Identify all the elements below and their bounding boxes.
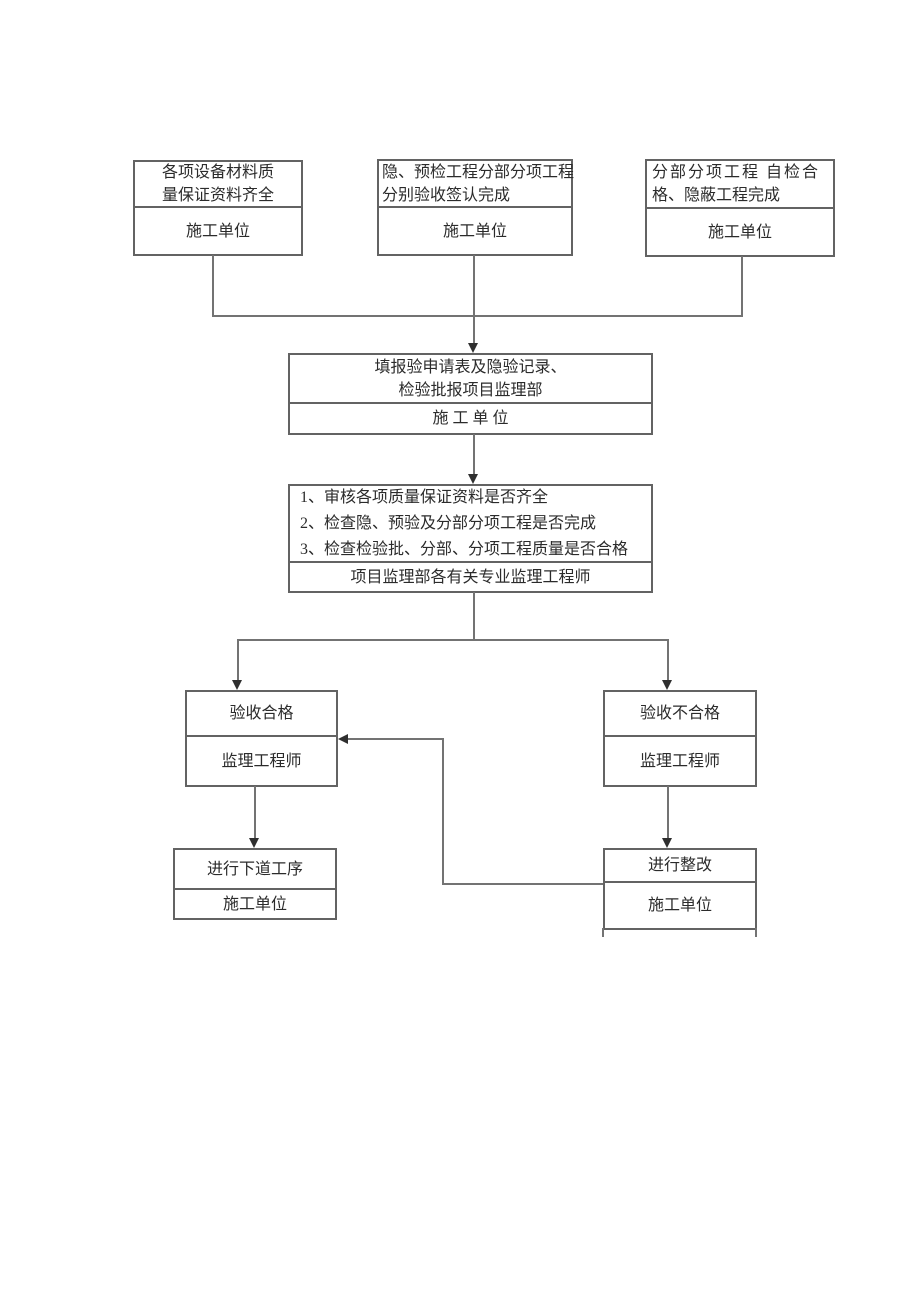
desc-line: 分部分项工程 自检合: [652, 164, 821, 181]
arrowhead-into-pass-side-icon: [338, 734, 348, 744]
box-materials-actor: 施工单位: [135, 208, 301, 254]
arrowhead-into-submit-icon: [468, 343, 478, 353]
desc-line: 进行整改: [647, 857, 712, 874]
box-acceptance-pass: 验收合格 监理工程师: [185, 690, 338, 787]
box-acceptance-fail: 验收不合格 监理工程师: [603, 690, 757, 787]
review-item: 3、检查检验批、分部、分项工程质量是否合格: [300, 540, 629, 558]
desc-line: 格、隐蔽工程完成: [652, 187, 781, 204]
connector-top-merge: [212, 315, 743, 317]
connector-feedback-up: [442, 738, 444, 885]
connector-pass-to-next: [254, 786, 256, 840]
actor-label: 项目监理部各有关专业监理工程师: [350, 568, 591, 586]
desc-line: 验收不合格: [639, 705, 720, 722]
connector-selfcheck-down: [741, 256, 743, 316]
actor-label: 施工单位: [707, 223, 772, 241]
connector-feedback-top: [348, 738, 444, 740]
box-materials-quality-docs: 各项设备材料质 量保证资料齐全 施工单位: [133, 160, 303, 256]
box-fail-desc: 验收不合格: [605, 692, 755, 737]
box-pass-actor: 监理工程师: [187, 737, 336, 785]
box-submit-desc: 填报验申请表及隐验记录、 检验批报项目监理部: [290, 355, 651, 404]
connector-feedback-bottom: [442, 883, 603, 885]
connector-branch: [237, 639, 669, 641]
box-pass-desc: 验收合格: [187, 692, 336, 737]
box-supervisor-review: 1、审核各项质量保证资料是否齐全 2、检查隐、预验及分部分项工程是否完成 3、检…: [288, 484, 653, 593]
box-review-items: 1、审核各项质量保证资料是否齐全 2、检查隐、预验及分部分项工程是否完成 3、检…: [290, 486, 651, 563]
box-rectification: 进行整改 施工单位: [603, 848, 757, 930]
actor-label: 施工单位: [647, 897, 712, 914]
box-next-process: 进行下道工序 施工单位: [173, 848, 337, 920]
arrowhead-into-pass-icon: [232, 680, 242, 690]
clipped-line-stub-left: [602, 928, 604, 937]
box-self-inspection-done: 分部分项工程 自检合 格、隐蔽工程完成 施工单位: [645, 159, 835, 257]
clipped-line-stub-right: [755, 928, 757, 937]
review-item: 1、审核各项质量保证资料是否齐全: [300, 488, 549, 506]
desc-line: 分别验收签认完成: [382, 186, 511, 204]
box-submit-inspection-application: 填报验申请表及隐验记录、 检验批报项目监理部 施 工 单 位: [288, 353, 653, 435]
desc-line: 各项设备材料质: [161, 164, 274, 181]
connector-merge-to-submit: [473, 255, 475, 345]
arrowhead-into-rectify-icon: [662, 838, 672, 848]
connector-submit-to-review: [473, 434, 475, 476]
connector-materials-down: [212, 255, 214, 316]
desc-line: 填报验申请表及隐验记录、: [374, 358, 567, 376]
actor-label: 施工单位: [442, 222, 507, 240]
arrowhead-into-review-icon: [468, 474, 478, 484]
desc-line: 隐、预检工程分部分项工程: [382, 163, 575, 181]
connector-branch-right: [667, 639, 669, 682]
desc-line: 检验批报项目监理部: [398, 381, 543, 399]
box-next-desc: 进行下道工序: [175, 850, 335, 890]
box-hidden-precheck-accepted: 隐、预检工程分部分项工程 分别验收签认完成 施工单位: [377, 159, 575, 256]
actor-label: 施工单位: [222, 895, 287, 913]
desc-line: 进行下道工序: [206, 860, 303, 878]
box-materials-desc: 各项设备材料质 量保证资料齐全: [135, 162, 301, 208]
box-next-actor: 施工单位: [175, 890, 335, 918]
connector-fail-to-rectify: [667, 786, 669, 840]
box-rectify-actor: 施工单位: [605, 883, 755, 928]
arrowhead-into-next-icon: [249, 838, 259, 848]
box-review-actor: 项目监理部各有关专业监理工程师: [290, 563, 651, 591]
actor-label: 监理工程师: [639, 752, 720, 770]
review-item: 2、检查隐、预验及分部分项工程是否完成: [300, 514, 597, 532]
box-hidden-precheck-actor: 施工单位: [379, 208, 571, 254]
connector-branch-left: [237, 639, 239, 682]
desc-line: 验收合格: [229, 705, 294, 722]
box-fail-actor: 监理工程师: [605, 737, 755, 785]
arrowhead-into-fail-icon: [662, 680, 672, 690]
box-hidden-precheck-desc: 隐、预检工程分部分项工程 分别验收签认完成: [379, 161, 575, 208]
box-submit-actor: 施 工 单 位: [290, 404, 651, 433]
actor-label: 施工单位: [185, 222, 250, 240]
actor-label: 施 工 单 位: [432, 410, 509, 427]
connector-review-down: [473, 592, 475, 641]
box-rectify-desc: 进行整改: [605, 850, 755, 883]
actor-label: 监理工程师: [221, 752, 302, 770]
desc-line: 量保证资料齐全: [161, 187, 274, 204]
box-self-inspection-actor: 施工单位: [647, 209, 833, 255]
box-self-inspection-desc: 分部分项工程 自检合 格、隐蔽工程完成: [647, 161, 833, 209]
